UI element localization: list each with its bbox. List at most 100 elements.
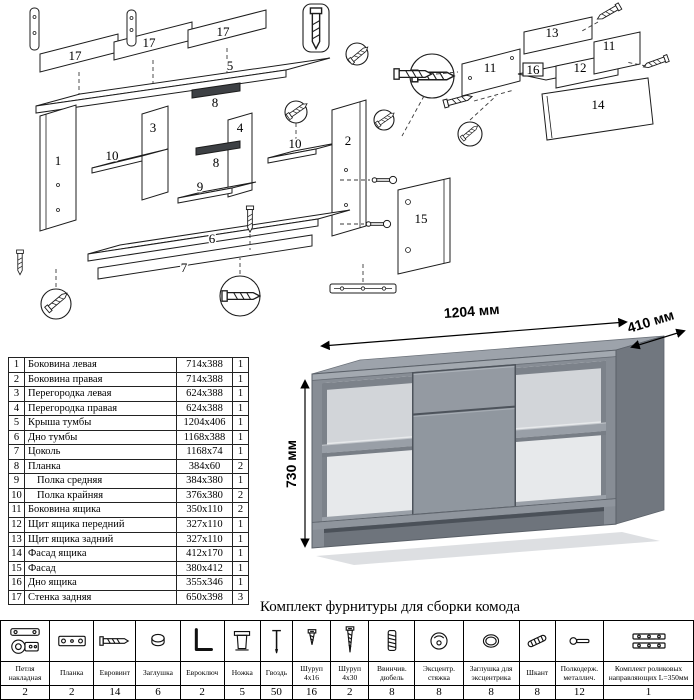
dresser-render xyxy=(311,335,665,565)
part-number-label: 11 xyxy=(603,38,616,53)
part-number: 17 xyxy=(8,589,25,606)
part-number: 10 xyxy=(8,487,25,504)
hardware-item-qty: 14 xyxy=(94,685,136,699)
part-qty: 2 xyxy=(232,458,249,475)
nail-icon xyxy=(261,621,292,661)
hardware-item: Гвоздь 50 xyxy=(259,621,292,699)
part-number-label: 6 xyxy=(209,231,216,246)
part-number-label: 5 xyxy=(227,58,234,73)
hardware-kit-caption: Комплект фурнитуры для сборки комода xyxy=(260,599,521,615)
part-size: 327x110 xyxy=(176,531,233,548)
part-size: 1168x388 xyxy=(176,429,233,446)
hardware-item-qty: 2 xyxy=(1,685,50,699)
part-name: Дно тумбы xyxy=(24,429,177,446)
part-name: Фасад ящика xyxy=(24,546,177,562)
part-number-label: 17 xyxy=(217,24,231,39)
part-name: Щит ящика передний xyxy=(24,517,177,533)
drawer-exploded-diagram: 13 11 16 12 11 14 xyxy=(393,2,670,147)
part-size: 1204x406 xyxy=(176,415,233,431)
part-name: Крыша тумбы xyxy=(24,415,177,431)
hardware-item-label: Эксцентр. стяжка xyxy=(415,661,463,685)
part-qty: 1 xyxy=(232,546,249,562)
part-qty: 3 xyxy=(232,589,249,606)
part-qty: 1 xyxy=(232,386,249,402)
drawer-slides-icon xyxy=(604,621,693,661)
part-number-label: 4 xyxy=(237,120,244,135)
part-name: Боковина ящика xyxy=(24,502,177,519)
part-number: 16 xyxy=(8,575,25,591)
part-size: 355x346 xyxy=(176,575,233,591)
hardware-item-label: Комплект роликовых направляющих L=350мм xyxy=(603,661,694,685)
part-number-label: 3 xyxy=(150,120,157,135)
screw-callouts xyxy=(16,3,455,320)
part-qty: 1 xyxy=(232,357,249,373)
depth-dimension-label: 410 мм xyxy=(625,307,676,336)
part-number-label: 15 xyxy=(415,211,428,226)
part-number-label: 14 xyxy=(592,97,606,112)
width-dimension-label: 1204 мм xyxy=(443,301,500,321)
hardware-item-label: Гвоздь xyxy=(260,661,292,685)
part-number: 1 xyxy=(8,357,25,373)
hardware-item-qty: 8 xyxy=(369,685,415,699)
part-name: Перегородка правая xyxy=(24,400,177,417)
hardware-item: Ножка 5 xyxy=(223,621,260,699)
hardware-item-label: Шуруп 4x16 xyxy=(292,661,331,685)
part-number: 2 xyxy=(8,371,25,388)
part-number: 13 xyxy=(8,531,25,548)
hardware-item-label: Шкант xyxy=(519,661,555,685)
part-size: 384x60 xyxy=(176,458,233,475)
part-number: 5 xyxy=(8,415,25,431)
hardware-item-qty: 2 xyxy=(180,685,224,699)
hardware-item-label: Петля накладная xyxy=(1,661,50,685)
hardware-item-label: Ножка xyxy=(224,661,260,685)
part-number-label: 16 xyxy=(527,62,541,77)
part-qty: 1 xyxy=(232,371,249,388)
part-qty: 1 xyxy=(232,444,249,460)
height-dimension-label: 730 мм xyxy=(283,440,299,488)
shelf-support-icon xyxy=(556,621,603,661)
cam-cap-icon xyxy=(464,621,519,661)
hardware-item: Полкодерж. металлич. 12 xyxy=(554,621,603,699)
hardware-item-label: Евровинт xyxy=(94,661,136,685)
part-number-label: 2 xyxy=(345,133,352,148)
threaded-dowel-icon xyxy=(369,621,414,661)
part-number: 3 xyxy=(8,386,25,402)
part-qty: 2 xyxy=(232,487,249,504)
hex-key-icon xyxy=(181,621,224,661)
screw-4x16-icon xyxy=(293,621,330,661)
hardware-item-qty: 50 xyxy=(260,685,292,699)
part-size: 412x170 xyxy=(176,546,233,562)
part-number: 12 xyxy=(8,517,25,533)
part-number-label: 12 xyxy=(574,60,587,75)
part-size: 376x380 xyxy=(176,487,233,504)
hardware-item-label: Планка xyxy=(50,661,94,685)
part-size: 1168x74 xyxy=(176,444,233,460)
screw-4x30-icon xyxy=(331,621,368,661)
part-qty: 1 xyxy=(232,400,249,417)
hardware-item-qty: 16 xyxy=(292,685,331,699)
hardware-item: Евроключ 2 xyxy=(179,621,224,699)
hardware-item-label: Полкодерж. металлич. xyxy=(555,661,603,685)
part-number-label: 17 xyxy=(69,48,83,63)
part-number: 4 xyxy=(8,400,25,417)
hardware-item-label: Заглушка для эксцентрика xyxy=(463,661,519,685)
hardware-item-qty: 1 xyxy=(603,685,694,699)
part-qty: 1 xyxy=(232,415,249,431)
part-number: 11 xyxy=(8,502,25,519)
hardware-item-qty: 8 xyxy=(519,685,555,699)
part-qty: 1 xyxy=(232,575,249,591)
part-number-label: 10 xyxy=(106,148,119,163)
hardware-item: Заглушка 6 xyxy=(135,621,180,699)
